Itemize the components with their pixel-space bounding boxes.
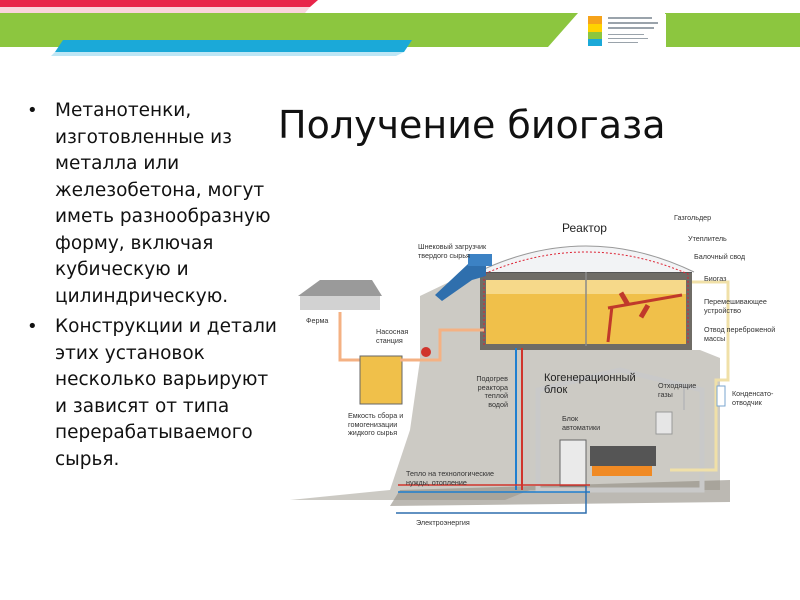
label-screw-loader-line: твердого сырья	[418, 250, 470, 260]
farm-building	[300, 296, 380, 310]
mixer-post	[606, 305, 614, 343]
engine-unit	[590, 446, 656, 466]
label-pump-line: станция	[376, 335, 403, 345]
label-heating-line: водой	[488, 399, 508, 409]
label-condensate: Конденсато- отводчик	[732, 389, 774, 407]
condensate-trap	[716, 385, 726, 407]
slide-title: Получение биогаза	[278, 103, 666, 147]
reactor-dashed-outline	[483, 251, 689, 345]
label-heating: Подогрев реактора теплой водой	[462, 374, 508, 409]
label-reactor: Реактор	[562, 221, 607, 235]
label-farm: Ферма	[306, 316, 329, 325]
label-automation-line: автоматики	[562, 422, 601, 432]
logo-mark-icon	[588, 16, 602, 46]
bullet-text: Конструкции и детали этих установок неск…	[55, 316, 277, 470]
label-mixer: Перемешивающее устройство	[704, 297, 767, 315]
label-exhaust-line: Отходящие	[658, 381, 697, 390]
label-heating-line: реактора	[477, 382, 508, 392]
label-biogas: Биогаз	[704, 274, 727, 283]
screw-loader	[435, 262, 486, 301]
label-exhaust-line: газы	[658, 389, 673, 399]
gas-pipe-to-cogen	[670, 280, 730, 472]
logo-text-line	[608, 38, 648, 39]
label-condensate-line: отводчик	[732, 397, 762, 407]
automation-cabinet	[559, 439, 587, 487]
label-screw-loader: Шнековый загрузчик твердого сырья	[418, 242, 487, 260]
header-blue-stripe-light	[51, 52, 404, 56]
bullet-text: Метанотенки, изготовленные из металла ил…	[55, 100, 271, 307]
label-heating-line: теплой	[484, 391, 508, 401]
label-pump-line: Насосная	[376, 327, 409, 336]
label-heating-line: Подогрев	[476, 374, 508, 383]
bullet-item: • Конструкции и детали этих установок не…	[24, 314, 286, 473]
label-automation-line: Блок	[562, 414, 579, 423]
header-banner	[0, 0, 800, 56]
electricity-line	[396, 486, 587, 514]
label-heat-use: Тепло на технологические нужды, отоплени…	[406, 469, 494, 487]
label-tank-line: гомогенизации	[348, 419, 398, 429]
label-digestate-line: Отвод переброженой	[704, 325, 776, 334]
label-digestate: Отвод переброженой массы	[704, 325, 776, 343]
label-electricity: Электроэнергия	[416, 518, 470, 527]
pump-station-icon	[421, 347, 431, 357]
collection-tank	[359, 355, 403, 405]
screw-loader-hopper	[468, 254, 492, 266]
pipe-farm-to-tank	[338, 312, 362, 362]
mixer-blade	[618, 291, 631, 307]
ground-lower	[390, 480, 730, 506]
bullet-dot: •	[27, 100, 38, 121]
mixer-blade	[638, 303, 651, 319]
label-tank-line: жидкого сырья	[348, 428, 398, 438]
label-cogen: Когенерационный блок	[544, 372, 636, 396]
label-digestate-line: массы	[704, 333, 726, 343]
label-heat-use-line: нужды, отопление	[406, 477, 467, 487]
control-panel	[655, 411, 673, 435]
header-green-band	[0, 13, 578, 47]
diagram-drawing	[290, 245, 730, 514]
gasholder-dome	[477, 245, 695, 273]
biogas-plant-diagram: Реактор Газгольдер Утеплитель Балочный с…	[290, 200, 780, 540]
generator-unit	[592, 466, 652, 476]
header-red-stripe	[0, 0, 318, 7]
label-pump: Насосная станция	[376, 327, 409, 345]
label-automation: Блок автоматики	[562, 414, 601, 432]
logo-text-line	[608, 42, 638, 43]
label-tank: Емкость сбора и гомогенизации жидкого сы…	[348, 411, 404, 438]
label-insulation: Утеплитель	[688, 234, 727, 243]
label-beam-roof: Балочный свод	[694, 252, 746, 261]
logo-text-line	[608, 27, 654, 29]
logo-text-line	[608, 34, 644, 35]
bullet-dot: •	[27, 316, 38, 337]
label-heat-use-line: Тепло на технологические	[406, 469, 494, 478]
ground	[290, 272, 720, 500]
bullet-item: • Метанотенки, изготовленные из металла …	[24, 98, 286, 310]
label-gasholder: Газгольдер	[674, 213, 712, 222]
header-blue-stripe	[55, 40, 412, 52]
logo-text-line	[608, 17, 652, 19]
label-condensate-line: Конденсато-	[732, 389, 774, 398]
university-logo	[586, 14, 666, 56]
header-green-band-right	[665, 13, 800, 47]
label-tank-line: Емкость сбора и	[348, 411, 404, 420]
label-mixer-line: Перемешивающее	[704, 297, 767, 306]
farm-roof	[298, 280, 382, 296]
logo-text-line	[608, 22, 658, 24]
pipe-tank-to-reactor	[400, 328, 484, 362]
label-screw-loader-line: Шнековый загрузчик	[418, 242, 487, 251]
bullet-list: • Метанотенки, изготовленные из металла …	[24, 98, 286, 477]
label-cogen-line: блок	[544, 384, 568, 396]
cogen-building	[535, 367, 705, 493]
label-cogen-line: Когенерационный	[544, 372, 636, 384]
mixer-shaft	[607, 293, 683, 310]
label-mixer-line: устройство	[704, 305, 742, 315]
label-exhaust: Отходящие газы	[658, 381, 697, 399]
